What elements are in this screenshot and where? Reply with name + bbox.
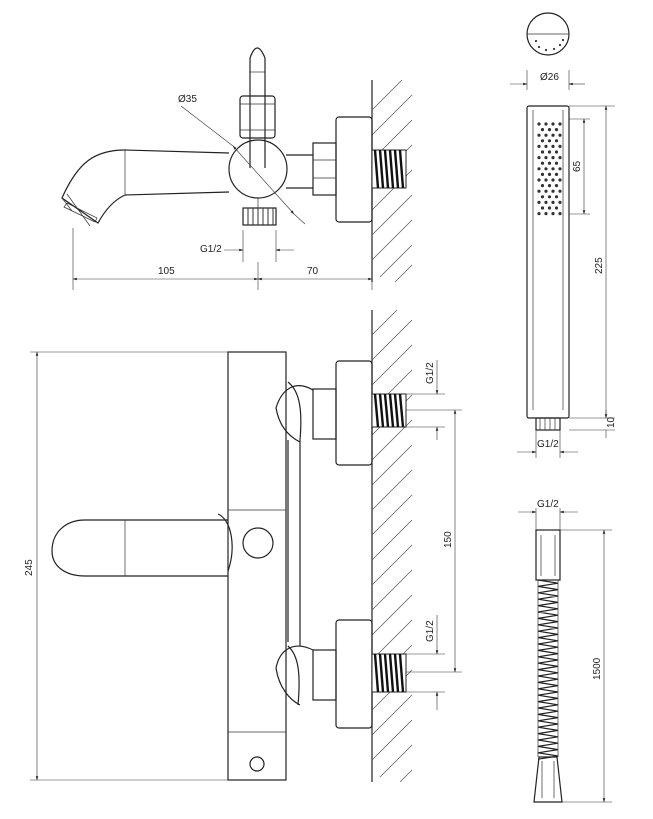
- dim-shower-connector-length: 10: [606, 416, 617, 428]
- shower-hose-view: G1/2 1500: [518, 499, 612, 803]
- dim-shower-head-diameter: Ø26: [540, 72, 559, 83]
- mixer-column: [227, 351, 287, 781]
- dim-hose-length: 1500: [592, 657, 603, 680]
- thread-in-wall-top: [371, 149, 407, 189]
- thread-lower-inlet: [371, 653, 407, 693]
- wall-side-view: [371, 309, 413, 783]
- dim-spout-length: 105: [158, 266, 175, 277]
- dim-inlet-spacing: 150: [443, 531, 454, 548]
- mixer-top-view: Ø35 G1/2 105 70: [61, 47, 413, 290]
- dim-thread-top: G1/2: [200, 244, 222, 255]
- dim-shower-head-length: 225: [594, 257, 605, 274]
- spray-nozzles: [537, 122, 562, 216]
- dim-spray-face-length: 65: [572, 160, 583, 172]
- dim-hose-thread: G1/2: [537, 499, 559, 510]
- thread-upper-inlet: [371, 393, 407, 428]
- shower-head-view: Ø26 65 225 10 G1/2: [510, 12, 617, 458]
- mixer-body-circle: [228, 139, 288, 199]
- spout-top-view: [61, 149, 230, 227]
- dim-handle-diameter: Ø35: [178, 94, 197, 105]
- dim-thread-lower-inlet: G1/2: [425, 620, 436, 642]
- dim-body-offset: 70: [307, 266, 319, 277]
- dim-total-height: 245: [24, 559, 35, 576]
- mixer-side-view: 245 150 G1/2 G1/2: [24, 309, 462, 783]
- dim-thread-upper-inlet: G1/2: [425, 362, 436, 384]
- dim-shower-connector-thread: G1/2: [537, 439, 559, 450]
- hose-corrugation: [537, 579, 559, 760]
